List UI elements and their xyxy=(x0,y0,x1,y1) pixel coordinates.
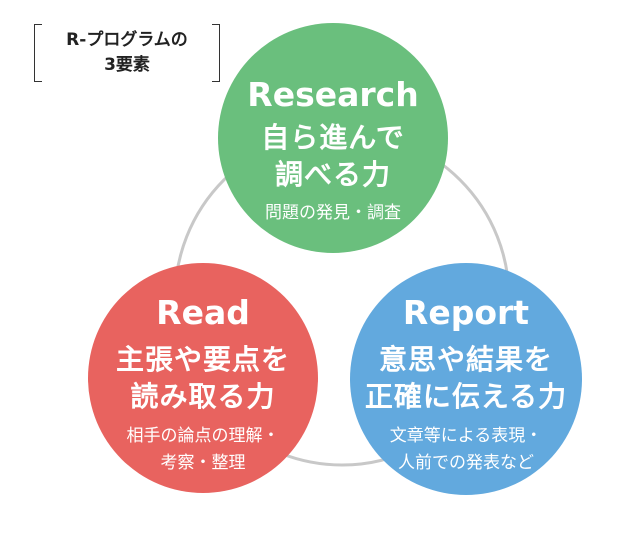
read-sub-line-1: 相手の論点の理解・ xyxy=(126,426,280,446)
label-line-2: 3要素 xyxy=(104,55,150,75)
read-title: Read xyxy=(156,293,250,332)
research-main-line-1: 自ら進んで xyxy=(261,121,405,154)
report-title: Report xyxy=(402,293,530,332)
research-main-line-2: 調べる力 xyxy=(274,158,391,191)
left-bracket xyxy=(34,24,42,82)
program-label: R-プログラムの 3要素 xyxy=(34,24,220,82)
report-circle: Report 意思や結果を 正確に伝える力 文章等による表現・ 人前での発表など xyxy=(350,263,582,495)
report-main-line-1: 意思や結果を xyxy=(378,343,553,376)
read-sub-line-2: 考察・整理 xyxy=(160,453,246,473)
label-line-1: R-プログラムの xyxy=(66,30,188,50)
research-title: Research xyxy=(247,75,419,114)
read-main-line-2: 読み取る力 xyxy=(130,380,276,413)
research-sub-line-1: 問題の発見・調査 xyxy=(265,203,401,223)
right-bracket xyxy=(212,24,220,82)
report-sub-line-1: 文章等による表現・ xyxy=(389,426,543,446)
read-circle: Read 主張や要点を 読み取る力 相手の論点の理解・ 考察・整理 xyxy=(88,263,318,493)
report-sub-line-2: 人前での発表など xyxy=(398,453,534,473)
report-main-line-2: 正確に伝える力 xyxy=(364,380,568,413)
research-circle: Research 自ら進んで 調べる力 問題の発見・調査 xyxy=(218,23,448,253)
read-main-line-1: 主張や要点を xyxy=(115,343,290,376)
